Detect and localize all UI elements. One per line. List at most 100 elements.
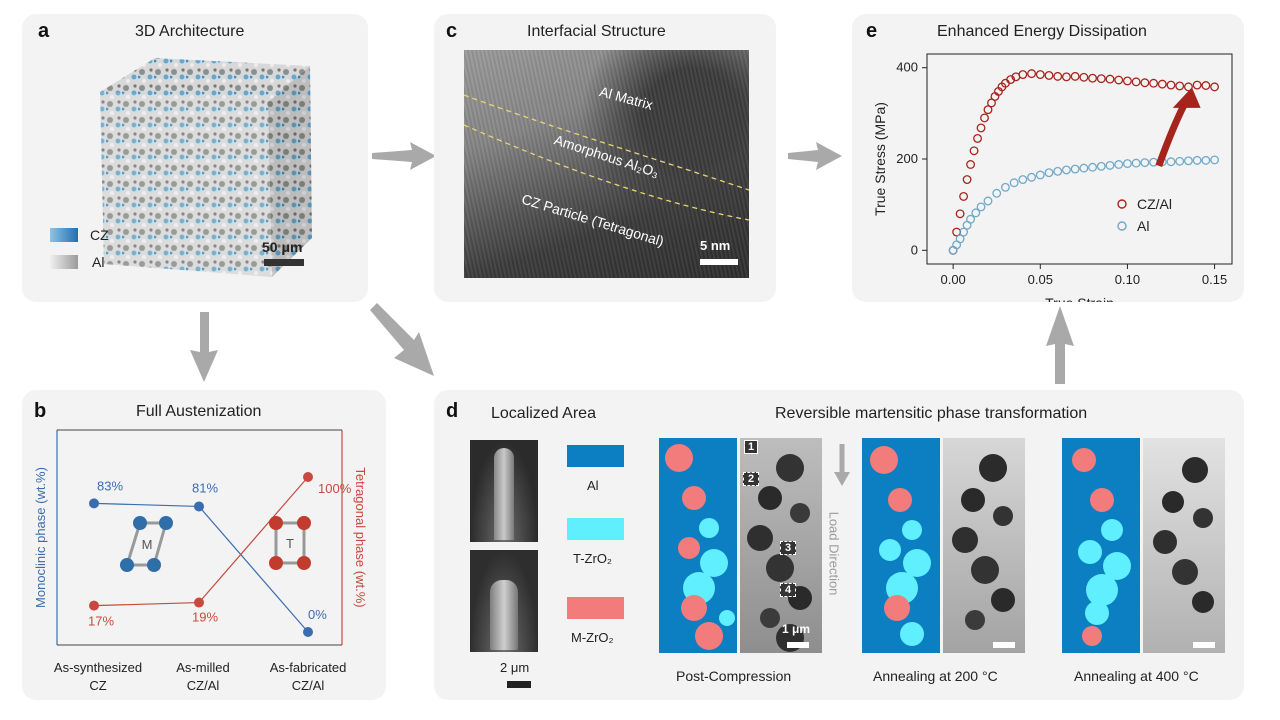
panel-c-label: c: [446, 20, 458, 42]
arrow-a-to-c-icon: [372, 142, 436, 170]
data-point-cz-al: [1131, 77, 1141, 87]
data-point-cz-al: [1149, 78, 1159, 88]
data-point-cz-al: [1157, 79, 1167, 89]
annotation-arrow-icon: [1155, 101, 1189, 168]
legend-al-label: Al: [92, 254, 105, 270]
gray-image-post-compression: 1 2 3 4 1 μm: [740, 438, 822, 653]
3d-architecture-cube: [100, 58, 312, 277]
x-tick-label: 0.15: [1202, 272, 1227, 287]
data-point-al: [1000, 182, 1010, 192]
legend-cz-label: CZ: [90, 227, 109, 243]
sem-image-post: [470, 550, 538, 652]
data-point-monoclinic: [194, 501, 204, 512]
data-point-cz-al: [1096, 74, 1106, 84]
data-point-al: [1088, 162, 1098, 172]
data-point-cz-al: [983, 105, 993, 115]
scalebar: [264, 259, 304, 266]
region-marker-2: 2: [743, 472, 760, 486]
panel-c-title: Interfacial Structure: [527, 23, 666, 40]
scalebar-200c: [993, 642, 1015, 648]
phase-map-post-compression: [659, 438, 737, 653]
legend-al-label-d: Al: [587, 478, 599, 493]
panel-b: [22, 390, 386, 700]
annotation-arrow-head-icon: [1172, 87, 1201, 108]
data-point-cz-al: [980, 113, 989, 123]
data-point-cz-al: [1018, 70, 1028, 79]
data-point-al: [1201, 155, 1211, 165]
x-tick-label: 0.10: [1115, 272, 1140, 287]
data-point-al: [959, 227, 969, 237]
data-point-cz-al: [966, 160, 976, 169]
map-scalebar: [787, 642, 809, 648]
data-point-cz-al: [1192, 80, 1202, 90]
data-point-al: [1210, 155, 1220, 165]
region-marker-3: 3: [780, 541, 797, 555]
data-point-cz-al: [969, 146, 979, 156]
data-point-al: [1140, 158, 1150, 168]
data-point-al: [1044, 168, 1054, 178]
legend-marker: [1117, 199, 1127, 209]
data-point-al: [948, 245, 958, 255]
data-point-cz-al: [1088, 73, 1098, 83]
data-point-cz-al: [1140, 78, 1150, 88]
data-point-al: [1018, 175, 1028, 184]
data-point-al: [1122, 159, 1132, 169]
data-label: 0%: [308, 607, 327, 622]
category-label: As-synthesized: [54, 660, 142, 675]
data-point-al: [1175, 156, 1185, 166]
data-point-al: [1096, 161, 1106, 171]
data-point-cz-al: [1044, 71, 1054, 80]
data-point-al: [1009, 178, 1019, 188]
data-label: 17%: [88, 614, 114, 629]
legend-al-swatch-d: [567, 445, 624, 467]
sem-scalebar-label: 2 μm: [500, 660, 530, 675]
tem-scalebar-label: 5 nm: [700, 238, 731, 253]
scalebar-400c: [1193, 642, 1215, 648]
gray-image-200c: [943, 438, 1025, 653]
legend-cz-swatch: [50, 228, 78, 242]
data-point-cz-al: [1053, 71, 1063, 81]
arrow-d-to-e-icon: [1046, 306, 1074, 384]
data-point-cz-al: [1070, 71, 1080, 81]
left-axis-label: Monoclinic phase (wt.%): [33, 467, 48, 608]
data-point-tetragonal: [194, 597, 204, 608]
data-point-monoclinic: [303, 627, 313, 637]
data-point-monoclinic: [89, 498, 99, 509]
legend-mzro2-swatch: [567, 597, 624, 619]
category-label: As-fabricated: [270, 660, 347, 675]
legend-tzro2-label: T-ZrO₂: [573, 551, 612, 566]
panel-d-title-right: Reversible martensitic phase transformat…: [775, 405, 1088, 422]
panel-e-label: e: [866, 20, 878, 42]
data-label: 83%: [97, 478, 123, 493]
data-point-cz-al: [962, 175, 972, 184]
data-point-cz-al: [1114, 75, 1124, 85]
load-direction-arrow-icon: [832, 444, 852, 493]
arrow-a-to-d-icon: [370, 303, 434, 376]
category-label: CZ/Al: [292, 678, 325, 693]
right-axis-label: Tetragonal phase (wt.%): [353, 467, 368, 607]
data-point-al: [1192, 155, 1202, 165]
data-point-cz-al: [1166, 80, 1176, 90]
x-tick-label: 0.05: [1028, 272, 1053, 287]
data-point-cz-al: [1210, 82, 1220, 92]
legend-label: CZ/Al: [1137, 196, 1172, 212]
caption-annealing-400: Annealing at 400 °C: [1074, 668, 1199, 684]
data-label: 81%: [192, 480, 218, 495]
data-point-cz-al: [959, 191, 969, 201]
category-label: CZ: [89, 678, 106, 693]
data-point-al: [1061, 165, 1071, 175]
data-point-cz-al: [1035, 70, 1045, 79]
load-direction-label: Load Direction: [826, 511, 842, 596]
map-scalebar-label: 1 μm: [782, 622, 811, 636]
data-point-cz-al: [1183, 82, 1193, 92]
y-tick-label: 200: [896, 151, 918, 166]
data-point-cz-al: [1061, 72, 1071, 82]
data-point-cz-al: [1201, 81, 1211, 90]
data-point-al: [955, 234, 965, 244]
data-point-al: [1114, 160, 1124, 169]
arrow-c-to-e-icon: [788, 142, 842, 170]
data-point-cz-al: [955, 209, 965, 219]
phase-map-400c: [1062, 438, 1140, 653]
data-point-al: [976, 202, 986, 212]
